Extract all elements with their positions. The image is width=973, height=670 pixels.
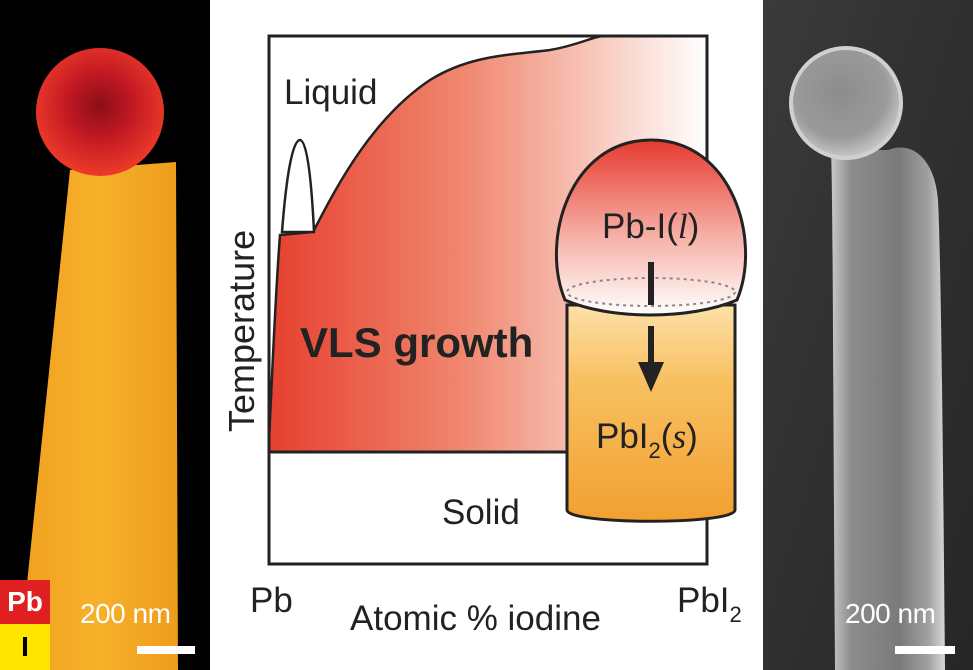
droplet-dome xyxy=(555,138,747,317)
eutectic-lobe xyxy=(280,138,316,234)
legend-pb: Pb xyxy=(0,580,50,624)
solid-label: Solid xyxy=(442,493,520,532)
x-axis-label: Atomic % iodine xyxy=(350,599,601,638)
legend-i: I xyxy=(0,624,50,670)
sem-nanowire xyxy=(831,147,945,670)
nanowire-shape xyxy=(18,162,178,670)
scale-bar-right xyxy=(895,646,955,654)
liquidus-line xyxy=(267,34,608,441)
phase-diagram: Liquid VLS growth Solid Temperature Atom… xyxy=(221,34,747,638)
vls-growth-label: VLS growth xyxy=(300,319,533,366)
scale-bar-label-right: 200 nm xyxy=(845,598,936,629)
crystal-cylinder xyxy=(565,303,737,523)
sem-image-panel: 200 nm xyxy=(763,0,973,670)
eds-map-panel: Pb I 200 nm xyxy=(0,0,210,670)
growth-arrow-head xyxy=(638,362,664,392)
scale-bar-label-left: 200 nm xyxy=(80,598,171,629)
sem-image xyxy=(763,0,973,670)
phase-diagram-panel: Liquid VLS growth Solid Temperature Atom… xyxy=(210,0,763,670)
crystal-label: PbI2(s) xyxy=(596,417,698,463)
sem-droplet xyxy=(789,46,903,160)
scale-bar-left xyxy=(137,646,195,654)
droplet-label: Pb-I(l) xyxy=(602,207,699,246)
x-right-label: PbI2 xyxy=(677,581,742,627)
y-axis-label: Temperature xyxy=(221,230,262,432)
eds-map-image xyxy=(0,0,210,670)
x-left-label: Pb xyxy=(250,581,293,620)
liquid-label: Liquid xyxy=(284,73,377,112)
droplet-shape xyxy=(36,48,164,176)
